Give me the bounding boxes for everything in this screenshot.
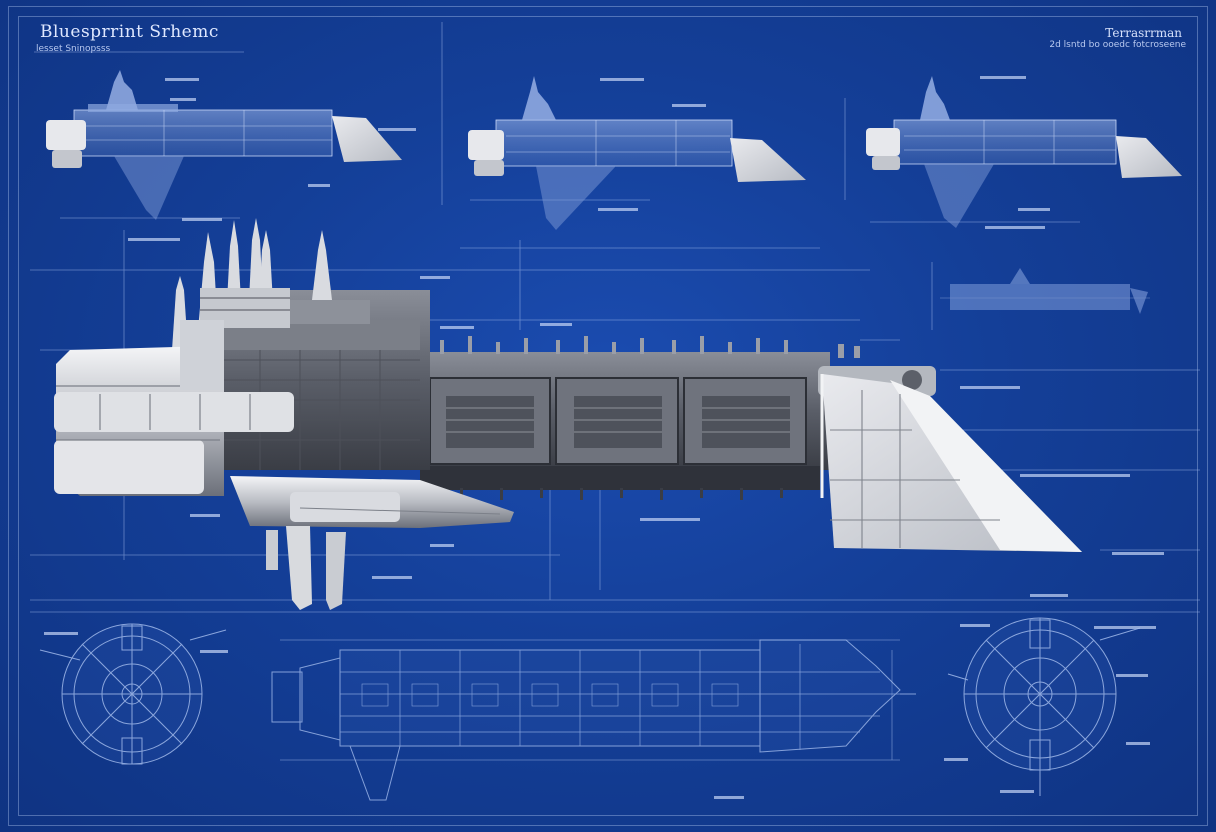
blueprint-title: Bluesprrint Srhemc (40, 22, 219, 42)
ship-silhouette-faint (940, 268, 1150, 314)
blueprint-subtitle: lesset Sninopsss (36, 44, 111, 54)
circular-section-right (947, 617, 1141, 796)
circular-section-left (39, 623, 227, 765)
ship-side-view-small-2 (468, 76, 806, 230)
ship-side-view-small-1 (46, 70, 402, 220)
outer-frame (8, 6, 1208, 826)
ship-schematic-bottom (271, 639, 916, 801)
corner-title: Terrasrrman (1105, 26, 1182, 40)
corner-subtitle: 2d lsntd bo ooedc fotcroseene (1049, 40, 1186, 50)
ship-side-view-small-3 (866, 76, 1182, 228)
annotation-marks (44, 76, 1164, 799)
ship-main-render (54, 218, 1082, 610)
inner-frame (18, 16, 1198, 816)
